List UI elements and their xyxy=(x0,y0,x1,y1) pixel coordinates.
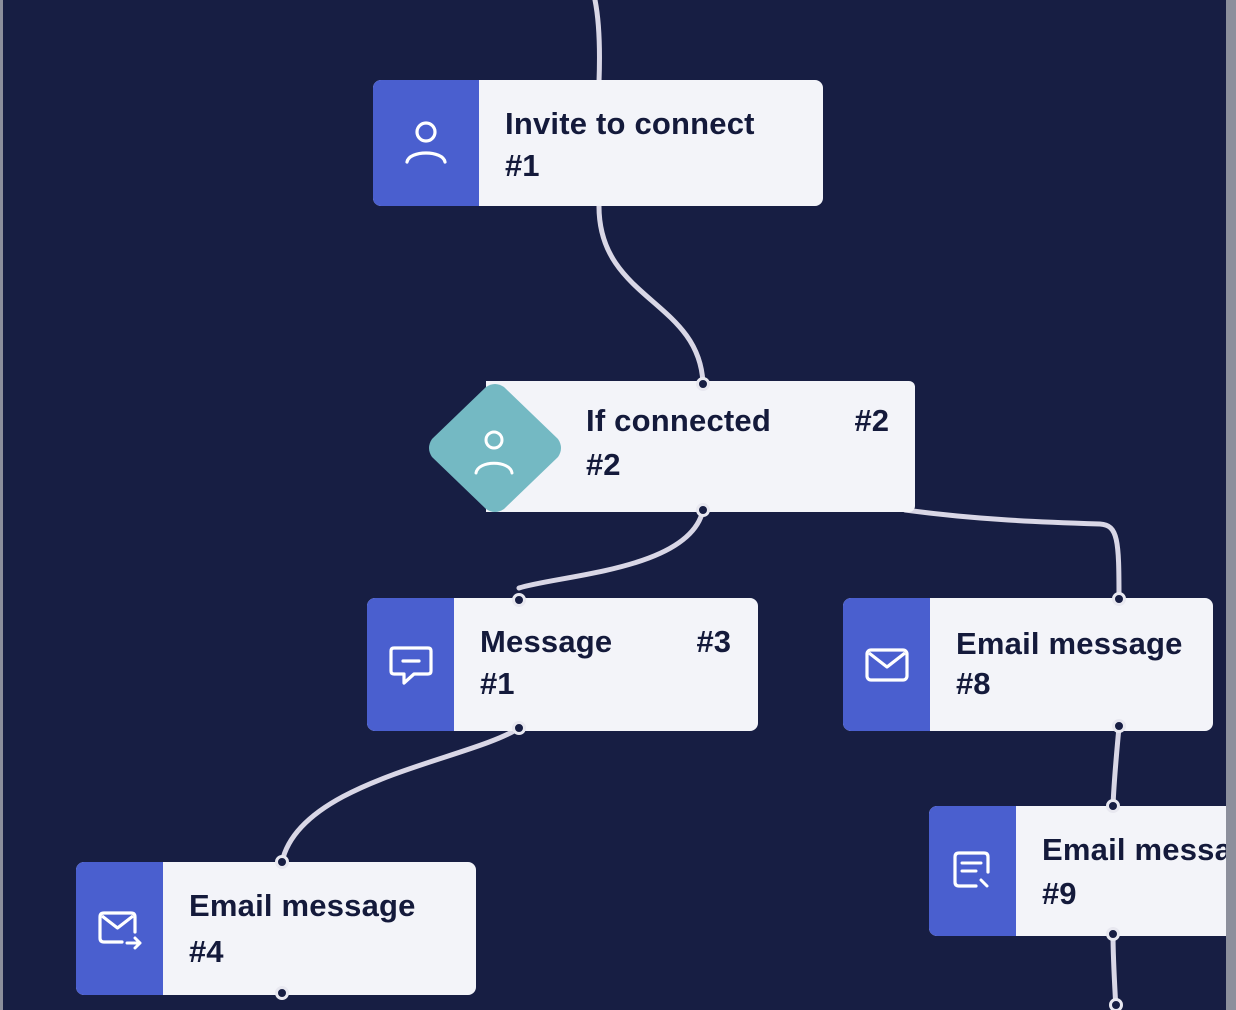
node-if-connected[interactable]: If connected #2 #2 xyxy=(426,381,915,512)
node-title: Email message xyxy=(1042,832,1236,867)
connector-condition-to-message xyxy=(516,507,706,591)
port-email4-input[interactable] xyxy=(275,855,289,869)
node-badge: #2 xyxy=(854,403,889,438)
envelope-icon xyxy=(864,647,909,682)
connector-condition-to-email8 xyxy=(902,507,1122,601)
connector-top-to-invite xyxy=(592,0,603,85)
canvas-right-border xyxy=(1226,0,1236,1010)
document-search-icon xyxy=(952,851,990,888)
node-title: Invite to connect xyxy=(505,106,755,141)
person-icon xyxy=(474,430,514,475)
node-number: #9 xyxy=(1042,876,1077,911)
node-number: #1 xyxy=(480,666,515,701)
port-message-output[interactable] xyxy=(512,721,526,735)
envelope-send-icon xyxy=(97,910,141,949)
node-invite-to-connect[interactable]: Invite to connect #1 xyxy=(373,80,823,206)
port-email4-output[interactable] xyxy=(275,986,289,1000)
node-email-message-9[interactable]: Email message #9 xyxy=(929,806,1236,936)
person-icon xyxy=(405,121,447,164)
chat-bubble-icon xyxy=(388,645,433,685)
node-number: #1 xyxy=(505,148,540,183)
port-email9-output[interactable] xyxy=(1106,927,1120,941)
node-email4-icon-box xyxy=(76,862,163,995)
port-email9-input[interactable] xyxy=(1106,799,1120,813)
port-condition-input[interactable] xyxy=(696,377,710,391)
node-message[interactable]: Message #1 #3 xyxy=(367,598,758,731)
canvas-left-border xyxy=(0,0,3,1010)
node-email8-icon-box xyxy=(843,598,930,731)
connector-invite-to-condition xyxy=(596,202,706,387)
port-next-input[interactable] xyxy=(1109,998,1123,1010)
connector-message-to-email4 xyxy=(279,725,522,865)
node-title: Message xyxy=(480,624,613,659)
port-email8-input[interactable] xyxy=(1112,592,1126,606)
port-email8-output[interactable] xyxy=(1112,719,1126,733)
node-message-icon-box xyxy=(367,598,454,731)
node-email-message-4[interactable]: Email message #4 xyxy=(76,862,476,995)
node-badge: #3 xyxy=(696,624,731,659)
node-email-message-8[interactable]: Email message #8 xyxy=(843,598,1213,731)
port-condition-output[interactable] xyxy=(696,503,710,517)
condition-diamond xyxy=(429,384,561,512)
node-title: Email message xyxy=(956,626,1183,661)
node-number: #2 xyxy=(586,447,621,482)
node-number: #8 xyxy=(956,666,991,701)
connector-email8-to-email9 xyxy=(1110,724,1122,809)
node-email9-icon-box xyxy=(929,806,1016,936)
node-invite-icon-box xyxy=(373,80,479,206)
node-number: #4 xyxy=(189,934,224,969)
port-message-input[interactable] xyxy=(512,593,526,607)
node-title: Email message xyxy=(189,888,416,923)
node-title: If connected xyxy=(586,403,771,438)
